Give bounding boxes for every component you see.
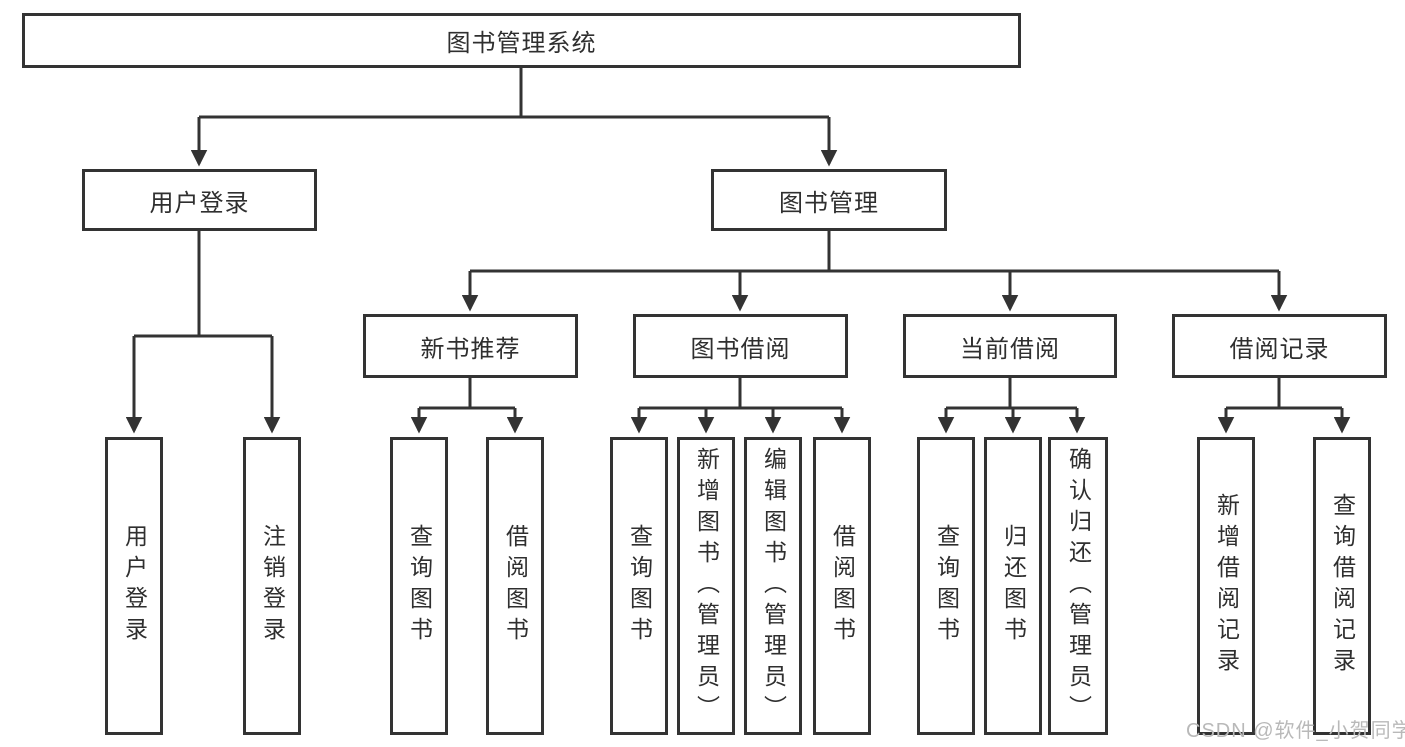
leaf-logout: 注销登录 bbox=[243, 437, 301, 735]
edge-book-management-children bbox=[461, 231, 1288, 312]
edge-current-borrowing-children bbox=[937, 378, 1086, 434]
node-current-borrowing: 当前借阅 bbox=[903, 314, 1117, 378]
node-new-book-recommendation: 新书推荐 bbox=[363, 314, 578, 378]
leaf-query-borrow-record: 查询借阅记录 bbox=[1313, 437, 1371, 735]
edge-user-login-children bbox=[125, 231, 281, 434]
csdn-watermark: CSDN @软件_小贺同学 bbox=[1186, 720, 1405, 742]
node-book-borrowing: 图书借阅 bbox=[633, 314, 848, 378]
node-user-login: 用户登录 bbox=[82, 169, 317, 231]
leaf-add-books-admin: 新增图书（管理员） bbox=[677, 437, 735, 735]
leaf-query-books-recommend: 查询图书 bbox=[390, 437, 448, 735]
leaf-confirm-return-admin: 确认归还（管理员） bbox=[1048, 437, 1108, 735]
leaf-borrow-books-borrowing: 借阅图书 bbox=[813, 437, 871, 735]
edge-book-borrowing-children bbox=[630, 378, 851, 434]
edge-borrowing-records-children bbox=[1217, 378, 1351, 434]
node-library-management-system: 图书管理系统 bbox=[22, 13, 1021, 68]
edge-new-book-recommendation-children bbox=[410, 378, 524, 434]
leaf-query-books-borrowing: 查询图书 bbox=[610, 437, 668, 735]
node-borrowing-records: 借阅记录 bbox=[1172, 314, 1387, 378]
leaf-add-borrow-record: 新增借阅记录 bbox=[1197, 437, 1255, 735]
leaf-user-login: 用户登录 bbox=[105, 437, 163, 735]
leaf-edit-books-admin: 编辑图书（管理员） bbox=[744, 437, 802, 735]
edge-root-to-level2 bbox=[190, 68, 838, 167]
leaf-query-books-current: 查询图书 bbox=[917, 437, 975, 735]
leaf-return-books: 归还图书 bbox=[984, 437, 1042, 735]
node-book-management: 图书管理 bbox=[711, 169, 947, 231]
leaf-borrow-books-recommend: 借阅图书 bbox=[486, 437, 544, 735]
